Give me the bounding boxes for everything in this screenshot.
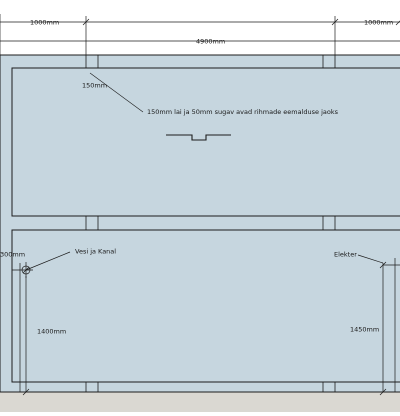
upper-panel xyxy=(11,67,400,217)
top-dimension-lines xyxy=(0,14,400,55)
dim-electric-height: 1450mm xyxy=(350,326,379,334)
dim-water-height: 1400mm xyxy=(37,328,66,336)
floor-area xyxy=(0,392,400,412)
dim-slot-width: 150mm xyxy=(82,82,107,90)
electric-annotation: Elekter xyxy=(334,251,357,259)
dim-water-offset: 300mm xyxy=(0,251,25,259)
dim-top-right: 1000mm xyxy=(364,19,393,27)
electric-marker xyxy=(357,254,400,396)
groove-annotation: 150mm lai ja 50mm sugav avad rihmade eem… xyxy=(147,108,339,116)
groove-profile-symbol xyxy=(166,134,231,141)
slot-strips-middle xyxy=(85,216,336,230)
lower-panel xyxy=(11,229,400,383)
groove-leader-line xyxy=(89,72,144,113)
dim-overall-width: 4900mm xyxy=(196,38,225,46)
slot-strips-top xyxy=(85,55,336,68)
slot-strips-bottom xyxy=(85,382,336,392)
dim-top-left: 1000mm xyxy=(30,19,59,27)
water-drain-marker xyxy=(12,251,71,396)
water-annotation: Vesi ja Kanal xyxy=(75,248,116,256)
